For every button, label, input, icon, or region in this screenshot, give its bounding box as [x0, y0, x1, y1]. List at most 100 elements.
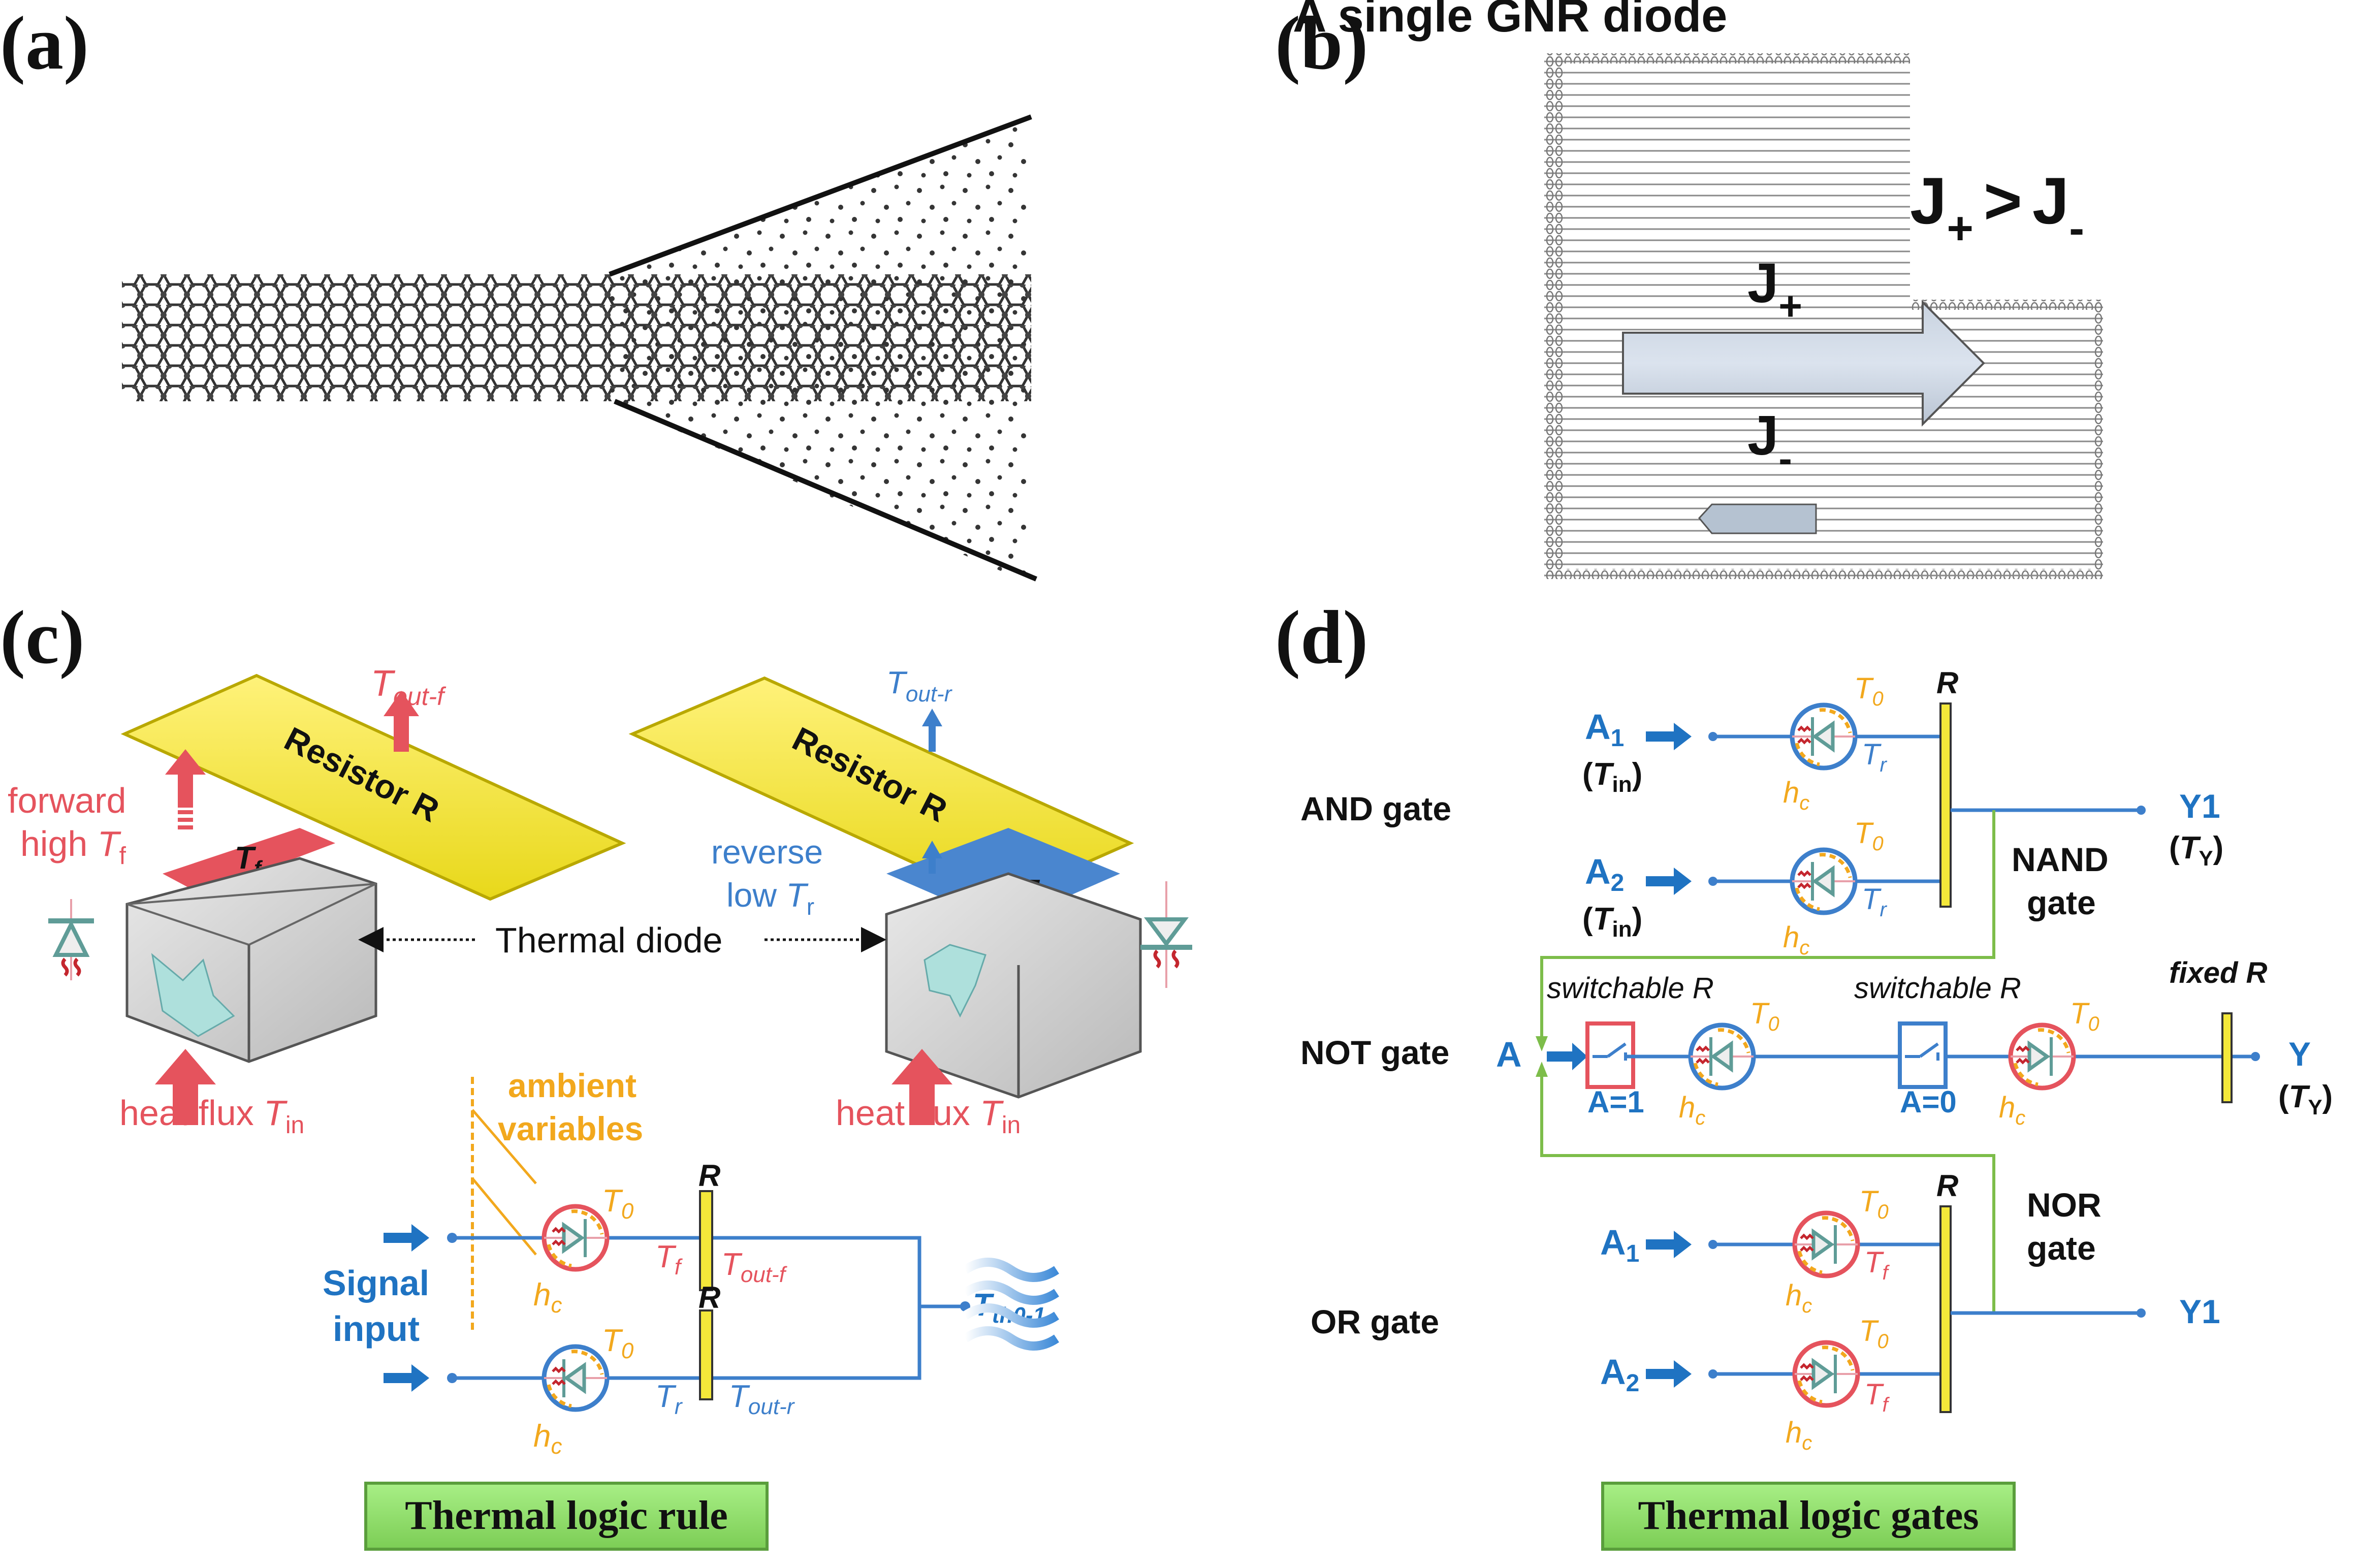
resistor-plate-left	[120, 674, 626, 901]
panel-label-b: (b)	[1275, 1, 1368, 85]
or-resistor-label: R	[1936, 1169, 1958, 1203]
not-gate-label: NOT gate	[1300, 1034, 1449, 1071]
tout-f-circuit-label: Tout-f	[721, 1247, 788, 1287]
and-tr-2: Tr	[1862, 883, 1887, 921]
and-hc-2: hc	[1783, 921, 1809, 959]
svg-text:J+>J-: J+>J-	[1910, 164, 2084, 254]
signal-input-arrow-top	[384, 1224, 429, 1252]
or-tf-2: Tf	[1864, 1378, 1890, 1416]
and-input-a1-tin: (Tin)	[1582, 757, 1642, 797]
tf-label: Tf	[655, 1239, 683, 1279]
thermal-logic-rule-label: Thermal logic rule	[405, 1493, 727, 1538]
or-t0-2: T0	[1859, 1315, 1889, 1353]
forward-label: forward	[8, 781, 126, 820]
and-input-a2-tin: (Tin)	[1582, 902, 1642, 942]
and-input-a1-label: A1	[1585, 707, 1624, 752]
not-t0-2: T0	[2070, 997, 2099, 1035]
switch-a1	[1585, 1021, 1635, 1089]
reverse-flux-arrow	[1698, 503, 1817, 534]
input-label: input	[333, 1309, 420, 1349]
ambient-wave-icon	[963, 1258, 1059, 1351]
and-resistor-label: R	[1936, 666, 1958, 700]
panel-b: (b) A single GNR diode J+>J- J+ J-	[1275, 0, 2103, 579]
nand-label-line1: NAND	[2012, 841, 2109, 878]
signal-input-arrow-bottom	[384, 1364, 429, 1392]
thermal-logic-gates-label: Thermal logic gates	[1638, 1493, 1979, 1538]
variables-label: variables	[498, 1110, 643, 1147]
tout-f-label: Tout-f	[371, 663, 447, 711]
resistor-r-label-bottom: R	[698, 1281, 720, 1315]
or-tf-1: Tf	[1864, 1246, 1890, 1284]
forward-flux-arrow-up	[165, 749, 206, 829]
forward-high-tf-label: high Tf	[20, 824, 126, 870]
switch-a0-label: A=0	[1900, 1085, 1957, 1119]
not-gate-circuit: A switchable R switchable R fixed R A=1	[1496, 956, 2333, 1129]
panel-b-title: A single GNR diode	[1293, 0, 1727, 42]
heat-flux-label-left: heat flux Tin	[119, 1093, 304, 1139]
and-output-ty: (TY)	[2169, 830, 2223, 870]
j-plus-label: J+	[1747, 252, 1802, 329]
and-t0-1: T0	[1854, 672, 1884, 710]
reverse-low-tr-label: low Tr	[726, 876, 814, 920]
j-minus-label: J-	[1747, 404, 1792, 481]
not-diode-forward	[2008, 1022, 2076, 1091]
and-tr-1: Tr	[1862, 738, 1887, 776]
thermal-diode-block-right	[885, 872, 1142, 1099]
switch-a1-label: A=1	[1587, 1085, 1644, 1119]
gnr-ribbon	[1544, 53, 2103, 579]
hc-label-top: hc	[533, 1277, 562, 1318]
tout-r-circuit-label: Tout-r	[729, 1379, 795, 1419]
or-input-a2-label: A2	[1600, 1352, 1639, 1397]
forward-flux-arrow	[1622, 300, 1985, 427]
and-output-y1: Y1	[2179, 787, 2220, 825]
not-hc-1: hc	[1679, 1091, 1705, 1129]
resistor-bar-bottom	[699, 1309, 713, 1400]
resistor-r-label-top: R	[698, 1159, 720, 1193]
thermal-diode-block-left	[125, 857, 377, 1063]
or-hc-2: hc	[1786, 1416, 1812, 1454]
nor-label-line2: gate	[2027, 1229, 2096, 1267]
hc-label-bottom: hc	[533, 1419, 562, 1459]
or-t0-1: T0	[1859, 1185, 1889, 1223]
nand-feedback-wire	[1540, 810, 1995, 1046]
reverse-label: reverse	[711, 833, 823, 871]
not-output-y: Y	[2288, 1035, 2311, 1073]
switchable-r-label-2: switchable R	[1854, 972, 2021, 1005]
thermal-logic-gates-banner: Thermal logic gates	[1601, 1482, 2016, 1551]
signal-label: Signal	[323, 1263, 429, 1303]
and-hc-1: hc	[1783, 776, 1809, 814]
and-diode-2	[1790, 847, 1858, 915]
reverse-output-arrow	[922, 709, 942, 874]
panel-label-c: (c)	[0, 595, 84, 680]
thermal-diode-label: Thermal diode	[495, 920, 722, 960]
fixed-resistor	[2221, 1012, 2233, 1103]
not-t0-1: T0	[1750, 997, 1779, 1035]
thermal-logic-rule-circuit: ambient variables Signal input	[323, 1067, 1059, 1459]
panel-label-d: (d)	[1275, 595, 1368, 680]
t0-label-top: T0	[602, 1183, 634, 1224]
and-diode-1	[1790, 702, 1858, 771]
forward-diode-node	[542, 1204, 610, 1272]
not-hc-2: hc	[1999, 1091, 2025, 1129]
forward-device: Resistor R Tf Tout-f forward high Tf	[8, 663, 626, 1139]
or-output-y1: Y1	[2179, 1293, 2220, 1330]
panel-label-a: (a)	[0, 1, 89, 85]
and-gate-circuit: A1 (Tin) T0 Tr hc A2 (Tin)	[1582, 666, 2223, 959]
nand-label-line2: gate	[2027, 884, 2096, 921]
reverse-diode-node	[542, 1344, 610, 1412]
not-output-ty: (TY)	[2278, 1079, 2333, 1119]
heat-flux-arrow-right	[892, 1049, 952, 1125]
diode-symbol-forward-icon	[48, 899, 94, 980]
or-hc-1: hc	[1786, 1279, 1812, 1317]
or-resistor	[1939, 1205, 1952, 1413]
nor-feedback-wire	[1540, 1067, 1995, 1313]
resistor-bar-top	[699, 1190, 713, 1291]
panel-a: (a)	[0, 1, 1037, 584]
switch-a0	[1898, 1021, 1948, 1089]
or-gate-label: OR gate	[1311, 1303, 1439, 1340]
gnr-wide-section	[1544, 53, 1910, 579]
not-diode-reverse	[1688, 1022, 1756, 1091]
reverse-device: Resistor R Tr Tout-r reverse low Tr	[628, 665, 1192, 1139]
flux-inequality: J+>J-	[1910, 164, 2084, 254]
